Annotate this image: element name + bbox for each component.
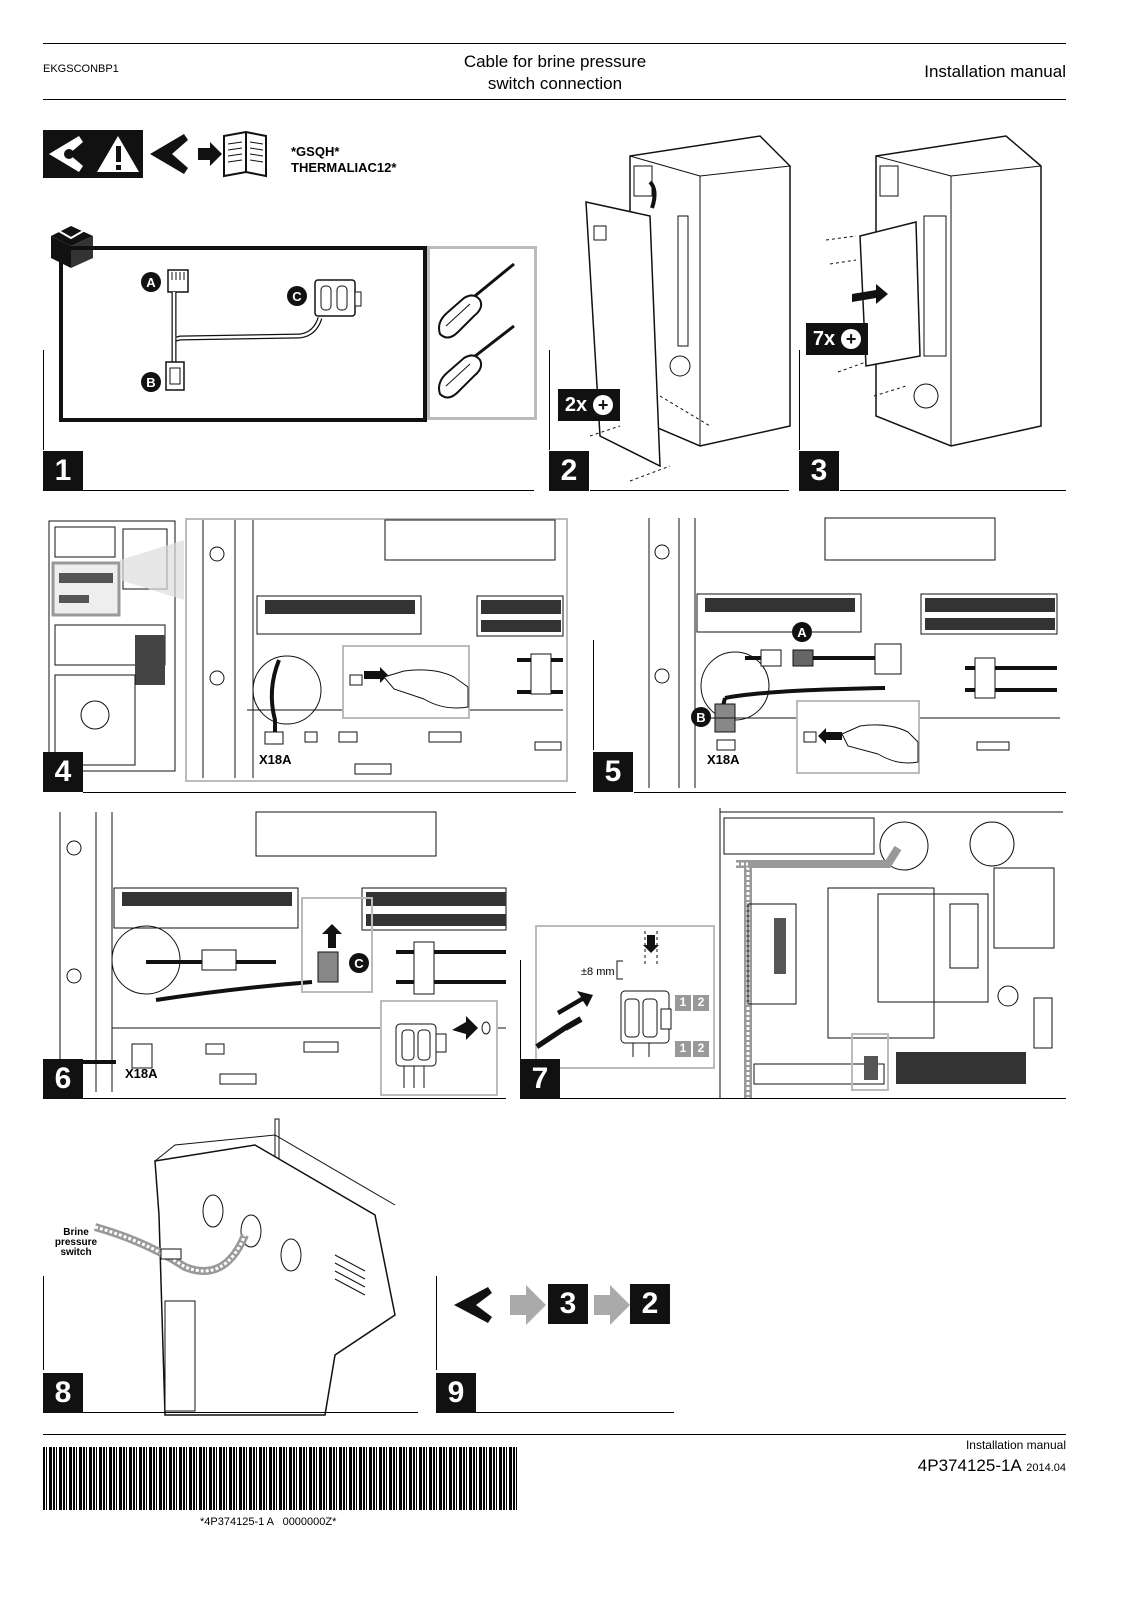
step-5-badge: 5 — [593, 752, 633, 792]
step7-bottom-rule — [560, 1098, 1066, 1099]
cross-screwdriver-icon — [438, 324, 515, 399]
book-icon — [223, 130, 267, 178]
header-top-rule — [43, 43, 1066, 44]
header-doc-type: Installation manual — [924, 62, 1066, 81]
terminal-pin-labels-top: 1 2 — [675, 995, 709, 1011]
step6-bottom-rule — [83, 1098, 506, 1099]
screw-count-7x-label: 7x — [812, 327, 836, 350]
cable-harness-illustration — [165, 269, 362, 391]
step-3-badge: 3 — [799, 451, 839, 491]
step3-bottom-rule — [840, 490, 1066, 491]
cross-screw-icon: + — [841, 329, 862, 349]
step-4-badge: 4 — [43, 752, 83, 792]
unit-switchbox-cover-removal-illustration — [825, 135, 1042, 447]
brine-label-line2: pressure — [54, 1237, 98, 1248]
header-model: EKGSCONBP1 — [43, 63, 119, 75]
zoom-connector-lines — [120, 540, 184, 600]
screw-count-2x-label: 2x — [564, 393, 588, 416]
connector-x18a-label-step5: X18A — [707, 752, 740, 767]
terminal-pin-1-bottom: 1 — [675, 1041, 691, 1057]
step-1-badge: 1 — [43, 451, 83, 491]
barcode — [43, 1447, 519, 1510]
step4-unplug-inset — [342, 645, 470, 719]
unit-front-panel-removal-illustration — [585, 135, 791, 482]
flat-screwdriver-icon — [438, 262, 515, 339]
callout-a-step5: A — [792, 622, 812, 642]
kit-contents-box — [59, 246, 427, 422]
step-6-badge: 6 — [43, 1059, 83, 1099]
hand-plug-icon — [803, 724, 919, 764]
barcode-text: *4P374125-1 A 0000000Z* — [200, 1516, 337, 1528]
step9-bottom-rule — [476, 1412, 674, 1413]
screw-count-7x: 7x + — [806, 323, 868, 355]
terminal-pin-2-top: 2 — [693, 995, 709, 1011]
tools-box — [427, 246, 537, 420]
callout-c: C — [287, 286, 307, 306]
screwdrivers-icon — [438, 262, 515, 399]
header-title-line2: switch connection — [487, 74, 623, 93]
sequence-step-3: 3 — [548, 1284, 588, 1324]
step8-left-rule — [43, 1276, 44, 1370]
step2-left-rule — [549, 350, 550, 450]
connector-x18a-label-step4: X18A — [259, 752, 292, 767]
hand-unplug-icon — [349, 667, 469, 709]
terminal-pin-labels-bottom: 1 2 — [675, 1041, 709, 1057]
eye-warning-icon — [49, 136, 139, 172]
insert-connector-icon — [395, 1016, 491, 1088]
callout-b-step5: B — [691, 707, 711, 727]
header-title: Cable for brine pressure switch connecti… — [400, 51, 710, 95]
connector-x18a-label-step6: X18A — [125, 1066, 158, 1081]
callout-a: A — [141, 272, 161, 292]
step1-left-rule — [43, 350, 44, 450]
strip-length-label: ±8 mm — [581, 966, 615, 978]
step5-plug-inset — [796, 700, 920, 774]
terminal-pin-2-bottom: 2 — [693, 1041, 709, 1057]
brine-label-line3: switch — [60, 1247, 92, 1258]
step6-pcb-detail — [59, 811, 507, 1092]
read-manual-icon — [150, 130, 267, 178]
footer-doc-id: 4P374125-1A 2014.04 — [918, 1456, 1066, 1476]
header-title-line1: Cable for brine pressure — [463, 52, 647, 71]
step7-wire-insert-detail — [535, 931, 672, 1057]
step-9-badge: 9 — [436, 1373, 476, 1413]
sequence-step-2: 2 — [630, 1284, 670, 1324]
cross-screw-icon: + — [593, 395, 614, 415]
arrow-up-icon — [322, 924, 342, 948]
step5-left-rule — [593, 640, 594, 750]
step5-pcb-detail — [648, 517, 1060, 788]
terminal-pin-1-top: 1 — [675, 995, 691, 1011]
footer-doc-number: 4P374125-1A — [917, 1456, 1022, 1475]
model-applicability: *GSQH* THERMALIAC12* — [291, 144, 396, 176]
step6-insert-inset — [380, 1000, 498, 1096]
brine-pressure-switch-label: Brine pressure switch — [46, 1228, 106, 1258]
step6-connector-highlight — [301, 897, 373, 993]
step1-bottom-rule — [83, 490, 534, 491]
step-8-badge: 8 — [43, 1373, 83, 1413]
footer-doc-date: 2014.04 — [1026, 1462, 1066, 1474]
step8-cable-routing-illustration — [93, 1118, 396, 1416]
header-bottom-rule — [43, 99, 1066, 100]
screw-count-2x: 2x + — [558, 389, 620, 421]
safety-warning-icon — [43, 130, 143, 178]
step5-bottom-rule — [634, 792, 1066, 793]
step7-switchbox-detail — [719, 808, 1063, 1098]
step3-left-rule — [799, 350, 800, 450]
footer-doc-type: Installation manual — [965, 1438, 1066, 1452]
brine-label-line1: Brine — [63, 1227, 89, 1238]
step8-bottom-rule — [83, 1412, 418, 1413]
footer-rule — [43, 1434, 1066, 1435]
callout-c-step6: C — [349, 953, 369, 973]
step4-bottom-rule — [83, 792, 576, 793]
reverse-sequence-icon — [454, 1285, 630, 1325]
step-2-badge: 2 — [549, 451, 589, 491]
model-line2: THERMALIAC12* — [291, 160, 397, 175]
step4-pcb-detail — [202, 519, 564, 778]
step9-left-rule — [436, 1276, 437, 1370]
callout-b: B — [141, 372, 161, 392]
step7-left-rule — [520, 960, 521, 1060]
model-line1: *GSQH* — [291, 144, 340, 159]
step-7-badge: 7 — [520, 1059, 560, 1099]
step2-bottom-rule — [590, 490, 789, 491]
